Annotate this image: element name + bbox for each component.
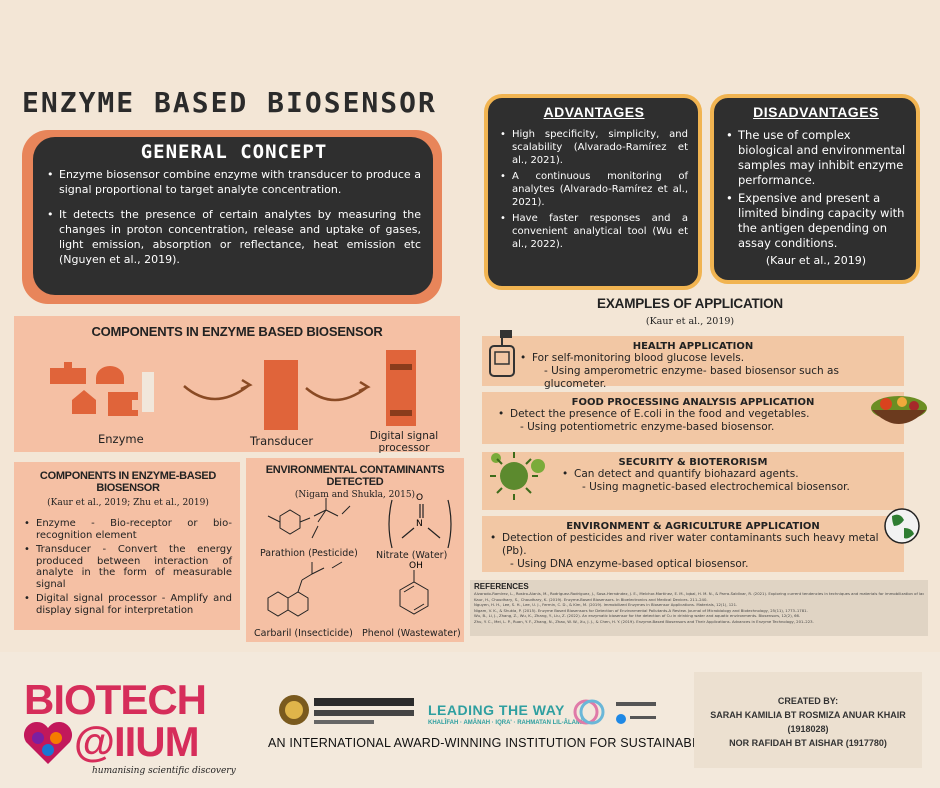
general-concept-point: Enzyme biosensor combine enzyme with tra… <box>47 167 421 197</box>
advantages-heading: ADVANTAGES <box>543 104 645 120</box>
leading-the-way-subtext: KHALÎFAH · AMÂNAH · IQRA' · RAHMATAN LIL… <box>428 720 587 726</box>
application-method: - Using DNA enzyme-based optical biosens… <box>510 558 749 570</box>
general-concept-card: GENERAL CONCEPT Enzyme biosensor combine… <box>33 137 433 295</box>
application-title: FOOD PROCESSING ANALYSIS APPLICATION <box>571 397 815 408</box>
brand-tagline: humanising scientific discovery <box>92 766 236 776</box>
nitrate-label: Nitrate (Water) <box>376 550 448 561</box>
enzyme-substrate <box>142 372 154 412</box>
brand-iium: @IIUM <box>74 718 200 765</box>
author-id: (1918028) <box>787 724 829 734</box>
award-statement: AN INTERNATIONAL AWARD-WINNING INSTITUTI… <box>268 736 723 750</box>
created-by-label: CREATED BY: <box>777 696 839 706</box>
examples-heading: EXAMPLES OF APPLICATION <box>597 296 783 311</box>
enzyme-piece-icon <box>72 390 96 414</box>
advantages-card: ADVANTAGES High specificity, simplicity,… <box>484 94 702 290</box>
application-title: ENVIRONMENT & AGRICULTURE APPLICATION <box>566 521 820 532</box>
arrow-icon <box>358 380 371 393</box>
phenol-label: Phenol (Wastewater) <box>362 628 461 639</box>
leading-the-way-text: LEADING THE WAY <box>428 702 565 718</box>
application-point: For self-monitoring blood glucose levels… <box>520 352 904 365</box>
enzyme-piece-icon <box>50 362 86 384</box>
nitrate-o-glyph: O <box>416 493 423 503</box>
nitrate-n-glyph: N <box>416 519 423 529</box>
page-title: ENZYME BASED BIOSENSOR <box>22 86 437 119</box>
application-card-health: HEALTH APPLICATION For self-monitoring b… <box>482 336 904 390</box>
general-concept-heading: GENERAL CONCEPT <box>140 141 328 163</box>
application-card-food: FOOD PROCESSING ANALYSIS APPLICATION Det… <box>482 392 904 444</box>
application-point: Detect the presence of E.coli in the foo… <box>498 408 904 421</box>
application-method: - Using amperometric enzyme- based biose… <box>544 365 839 390</box>
processor-display <box>390 410 412 416</box>
disadvantage-item: The use of complex biological and enviro… <box>726 128 906 188</box>
globe-icon <box>884 508 920 544</box>
application-card-security: SECURITY & BIOTERORISM Can detect and qu… <box>482 452 904 510</box>
virus-icon <box>490 452 545 500</box>
carbaril-label: Carbaril (Insecticide) <box>254 628 353 639</box>
processor-label: Digital signal processor <box>369 430 439 454</box>
food-bowl-icon <box>871 396 927 424</box>
phenol-oh-glyph: OH <box>409 561 423 571</box>
application-card-environment: ENVIRONMENT & AGRICULTURE APPLICATION De… <box>482 516 904 572</box>
application-method: - Using potentiometric enzyme-based bios… <box>520 421 775 433</box>
examples-citation: (Kaur et al., 2019) <box>645 316 735 327</box>
contaminants-citation: (Nigam and Shukla, 2015) <box>294 490 416 500</box>
enzyme-piece-icon <box>96 366 124 384</box>
heart-logo-icon <box>23 721 73 764</box>
reference-entry: Zhu, Y. C., Mei, L. P., Ruan, Y. F., Zha… <box>474 618 814 624</box>
contaminants-heading: ENVIRONMENTAL CONTAMINANTS DETECTED <box>265 464 445 488</box>
chemical-structures: N O OH <box>267 493 452 617</box>
brand-biotech: BIOTECH <box>24 676 207 723</box>
reference-entry: Wu, B., Li, J., Zhang, Z., Wu, K., Zhang… <box>474 613 801 618</box>
nitrate-structure-icon <box>388 499 452 549</box>
parathion-label: Parathion (Pesticide) <box>260 548 358 559</box>
components-diagram-heading: COMPONENTS IN ENZYME BASED BIOSENSOR <box>91 324 383 339</box>
enzyme-piece-icon <box>108 392 138 416</box>
application-method: - Using magnetic-based electrochemical b… <box>582 481 850 493</box>
partner-logos-icon <box>573 699 656 725</box>
advantage-item: Have faster responses and a convenient a… <box>500 212 688 251</box>
author-name: NOR RAFIDAH BT AISHAR (1917780) <box>729 738 887 748</box>
transducer-label: Transducer <box>250 434 314 448</box>
components-diagram-panel: COMPONENTS IN ENZYME BASED BIOSENSOR Enz… <box>14 316 460 454</box>
general-concept-point: It detects the presence of certain analy… <box>47 207 421 267</box>
reference-entry: Nigam, V. K., & Shukla, P. (2015). Enzym… <box>474 607 808 613</box>
phenol-structure-icon <box>399 570 429 615</box>
contaminants-panel: ENVIRONMENTAL CONTAMINANTS DETECTED (Nig… <box>246 458 464 642</box>
processor-display <box>390 364 412 370</box>
application-title: HEALTH APPLICATION <box>632 341 754 352</box>
disadvantages-citation: (Kaur et al., 2019) <box>765 254 867 267</box>
references-heading: REFERENCES <box>474 582 529 591</box>
component-item: Digital signal processor - Amplify and d… <box>24 593 232 616</box>
enzyme-label: Enzyme <box>98 432 144 446</box>
component-item: Enzyme - Bio-receptor or bio-recognition… <box>24 518 232 541</box>
component-item: Transducer - Convert the energy produced… <box>24 544 232 590</box>
application-point: Can detect and quantify biohazard agents… <box>562 468 904 481</box>
advantage-item: A continuous monitoring of analytes (Alv… <box>500 170 688 209</box>
reference-entry: Nguyen, H. H., Lee, S. H., Lee, U. J., F… <box>474 602 738 607</box>
application-title: SECURITY & BIOTERORISM <box>618 457 768 468</box>
credits-box: CREATED BY: SARAH KAMILIA BT ROSMIZA ANU… <box>694 672 922 768</box>
components-list-citation: (Kaur et al., 2019; Zhu et al., 2019) <box>47 498 209 508</box>
disadvantages-heading: DISADVANTAGES <box>753 104 879 120</box>
arrow-icon <box>305 386 367 402</box>
parathion-structure-icon <box>267 498 351 539</box>
references-panel: REFERENCES Alvarado-Ramírez, L., Rostro-… <box>470 580 928 636</box>
disadvantage-item: Expensive and present a limited binding … <box>726 191 906 251</box>
iium-crest-logo-icon <box>279 695 414 725</box>
reference-entry: Kaur, H., Choudhary, S., Chaudhary, K. (… <box>474 596 708 602</box>
biosensor-diagram <box>50 350 416 430</box>
arrow-icon <box>183 385 249 401</box>
disadvantages-card: DISADVANTAGES The use of complex biologi… <box>710 94 920 284</box>
application-point: Detection of pesticides and river water … <box>490 532 904 558</box>
components-list-panel: COMPONENTS IN ENZYME-BASED BIOSENSOR (Ka… <box>14 462 240 630</box>
components-list-heading: COMPONENTS IN ENZYME-BASED BIOSENSOR <box>39 470 217 494</box>
arrow-icon <box>240 378 253 391</box>
author-name: SARAH KAMILIA BT ROSMIZA ANUAR KHAIR <box>710 710 906 720</box>
advantage-item: High specificity, simplicity, and scalab… <box>500 128 688 167</box>
carbaril-structure-icon <box>267 561 343 617</box>
transducer-block <box>264 360 298 430</box>
reference-entry: Alvarado-Ramírez, L., Rostro-Alanis, M.,… <box>474 591 924 596</box>
glucometer-icon <box>489 330 515 377</box>
